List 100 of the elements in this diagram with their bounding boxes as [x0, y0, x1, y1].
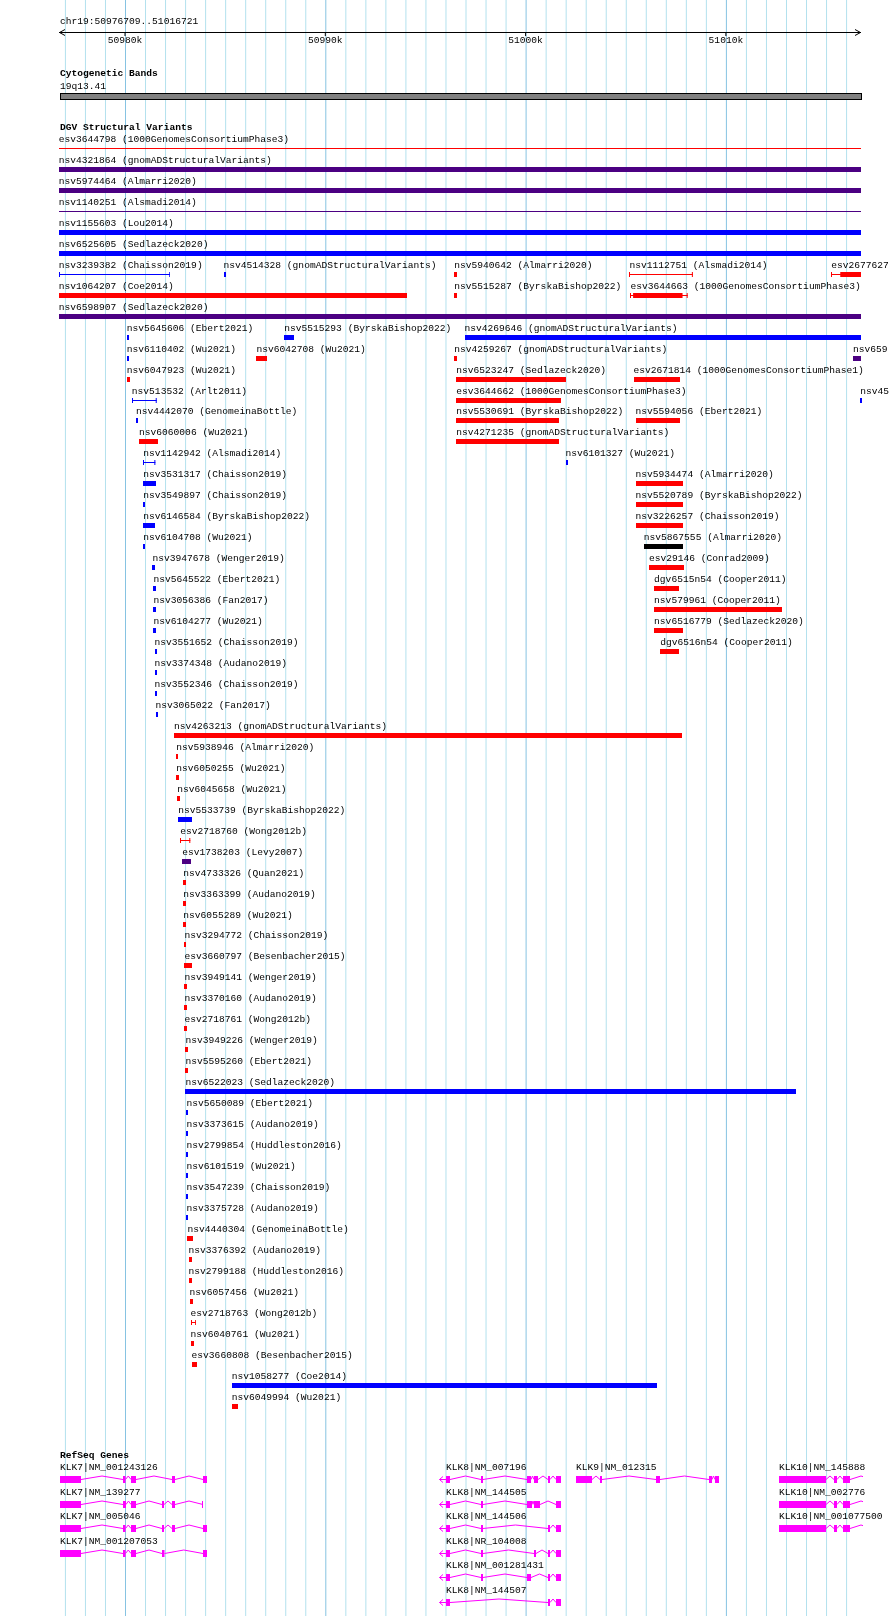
feature-label: nsv3373615 (Audano2019)	[186, 1119, 319, 1131]
feature-label: nsv6047923 (Wu2021)	[126, 364, 237, 376]
feature-label: esv2677627	[831, 259, 889, 271]
feature-label: nsv6146584 (ByrskaBishop2022)	[143, 511, 311, 523]
ruler-tick-label: 50990k	[308, 35, 343, 46]
feature-label: nsv3376392 (Audano2019)	[188, 1244, 321, 1256]
ruler-tick-label: 51010k	[708, 35, 744, 46]
feature-label: nsv4263213 (gnomADStructuralVariants)	[174, 720, 388, 732]
feature-label: nsv1155603 (Lou2014)	[58, 217, 174, 229]
feature-label: esv2718761 (Wong2012b)	[184, 1014, 312, 1026]
feature-label: nsv6598907 (Sedlazeck2020)	[58, 301, 209, 313]
feature-label: esv2671814 (1000GenomesConsortiumPhase1)	[633, 364, 864, 376]
feature-label: nsv6045658 (Wu2021)	[177, 783, 287, 795]
feature-label: nsv3547239 (Chaisson2019)	[186, 1182, 331, 1193]
feature-label: nsv6525605 (Sedlazeck2020)	[58, 238, 209, 250]
feature-label: nsv1142942 (Alsmadi2014)	[143, 448, 282, 460]
feature-label: dgv6516n54 (Cooper2011)	[660, 637, 793, 649]
feature-label: nsv3531317 (Chaisson2019)	[143, 469, 288, 481]
feature-label: nsv3363399 (Audano2019)	[183, 888, 316, 900]
feature-label: nsv6110402 (Wu2021)	[126, 343, 237, 355]
feature-label: nsv2799188 (Huddleston2016)	[188, 1265, 344, 1277]
feature-label: nsv3239382 (Chaisson2019)	[58, 259, 203, 271]
feature-label: esv2718763 (Wong2012b)	[190, 1307, 318, 1319]
feature-label: esv3660808 (Besenbacher2015)	[191, 1349, 353, 1361]
gene-label: KLK7|NM_005046	[60, 1511, 141, 1523]
feature-label: nsv6516779 (Sedlazeck2020)	[654, 616, 804, 628]
feature-label: nsv6101519 (Wu2021)	[186, 1161, 296, 1173]
feature-label: nsv5867555 (Almarri2020)	[643, 532, 782, 544]
feature-label: nsv6040761 (Wu2021)	[190, 1328, 300, 1340]
gene-label: KLK8|NM_144507	[446, 1585, 527, 1596]
feature-label: nsv3552346 (Chaisson2019)	[154, 678, 299, 690]
feature-label: nsv5934474 (Almarri2020)	[635, 469, 774, 481]
feature-label: nsv3056386 (Fan2017)	[153, 595, 269, 607]
feature-label: nsv5974464 (Almarri2020)	[58, 175, 197, 187]
track-heading: Cytogenetic Bands	[60, 68, 158, 79]
feature-label: nsv4514328 (gnomADStructuralVariants)	[223, 259, 437, 271]
feature-label: nsv5940642 (Almarri2020)	[454, 259, 593, 271]
feature-label: nsv5645522 (Ebert2021)	[153, 574, 281, 586]
feature-label: nsv5645606 (Ebert2021)	[126, 322, 254, 334]
gene-label: KLK8|NM_144506	[446, 1511, 527, 1523]
feature-label: nsv6104708 (Wu2021)	[143, 532, 253, 544]
feature-label: nsv3549897 (Chaisson2019)	[143, 490, 288, 502]
gene-label: KLK10|NM_002776	[779, 1486, 866, 1498]
feature-label: nsv1112751 (Alsmadi2014)	[629, 259, 768, 271]
feature-label: esv2718760 (Wong2012b)	[180, 825, 307, 837]
gene-label: KLK8|NR_104008	[446, 1535, 527, 1547]
feature-label: nsv6042708 (Wu2021)	[256, 343, 366, 355]
gene-label: KLK10|NM_145888	[779, 1462, 866, 1473]
feature-label: nsv5533739 (ByrskaBishop2022)	[178, 804, 346, 816]
feature-label: nsv513532 (Arlt2011)	[131, 385, 247, 397]
feature-label: nsv659	[852, 343, 888, 355]
feature-label: esv1738203 (Levy2007)	[182, 846, 304, 858]
feature-label: esv3660797 (Besenbacher2015)	[184, 951, 346, 963]
feature-label: nsv5520789 (ByrskaBishop2022)	[635, 490, 803, 502]
feature-label: nsv5515293 (ByrskaBishop2022)	[284, 322, 452, 334]
feature-label: nsv5938946 (Almarri2020)	[176, 741, 315, 753]
feature-label: nsv6050255 (Wu2021)	[176, 762, 286, 774]
feature-label: nsv4733326 (Quan2021)	[183, 867, 305, 879]
gene-label: KLK7|NM_001207053	[60, 1535, 158, 1547]
feature-label: nsv3374348 (Audano2019)	[154, 658, 287, 669]
band-label: 19q13.41	[60, 81, 108, 92]
feature-label: nsv5515287 (ByrskaBishop2022)	[454, 280, 622, 292]
gene-label: KLK7|NM_139277	[60, 1486, 141, 1498]
feature-label: nsv6101327 (Wu2021)	[565, 448, 675, 460]
feature-label: nsv45	[860, 385, 889, 397]
feature-label: nsv4259267 (gnomADStructuralVariants)	[454, 343, 668, 355]
gene-label: KLK10|NM_001077500	[779, 1511, 883, 1523]
feature-label: nsv3551652 (Chaisson2019)	[154, 637, 299, 649]
feature-label: nsv3375728 (Audano2019)	[186, 1202, 319, 1214]
feature-label: nsv4271235 (gnomADStructuralVariants)	[456, 427, 670, 439]
feature-label: nsv1140251 (Alsmadi2014)	[58, 196, 197, 208]
feature-label: nsv3949141 (Wenger2019)	[184, 972, 317, 984]
feature-label: nsv3226257 (Chaisson2019)	[635, 511, 780, 523]
feature-label: nsv5650089 (Ebert2021)	[186, 1098, 314, 1110]
ruler-tick-label: 50980k	[107, 35, 143, 46]
gene-label: KLK8|NM_007196	[446, 1462, 527, 1473]
feature-label: dgv6515n54 (Cooper2011)	[654, 574, 787, 586]
feature-label: nsv6522023 (Sedlazeck2020)	[185, 1077, 336, 1089]
track-heading: RefSeq Genes	[60, 1450, 130, 1461]
feature-label: nsv6055289 (Wu2021)	[183, 909, 293, 921]
gene-label: KLK9|NM_012315	[576, 1462, 657, 1473]
feature-label: esv29146 (Conrad2009)	[648, 553, 770, 565]
gene-label: KLK8|NM_144505	[446, 1486, 527, 1498]
position-label: chr19:50976709..51016721	[60, 16, 199, 27]
feature-label: nsv3065022 (Fan2017)	[155, 699, 271, 711]
feature-label: nsv579961 (Cooper2011)	[654, 595, 781, 607]
feature-label: nsv1058277 (Coe2014)	[231, 1370, 347, 1382]
feature-label: esv3644798 (1000GenomesConsortiumPhase3)	[58, 134, 289, 145]
feature-label: nsv5530691 (ByrskaBishop2022)	[456, 406, 624, 418]
feature-label: nsv4269646 (gnomADStructuralVariants)	[464, 322, 678, 334]
track-heading: DGV Structural Variants	[60, 122, 193, 133]
feature-label: nsv5594056 (Ebert2021)	[635, 406, 763, 418]
gene-label: KLK7|NM_001243126	[60, 1462, 158, 1473]
feature-label: nsv4442070 (GenomeinaBottle)	[135, 406, 298, 418]
feature-label: nsv6104277 (Wu2021)	[153, 616, 263, 628]
feature-label: nsv6523247 (Sedlazeck2020)	[456, 364, 606, 376]
feature-label: nsv3370160 (Audano2019)	[184, 993, 317, 1005]
feature-label: nsv3294772 (Chaisson2019)	[184, 930, 329, 942]
feature-label: nsv1064207 (Coe2014)	[58, 280, 174, 292]
feature-label: nsv6049994 (Wu2021)	[231, 1391, 342, 1403]
